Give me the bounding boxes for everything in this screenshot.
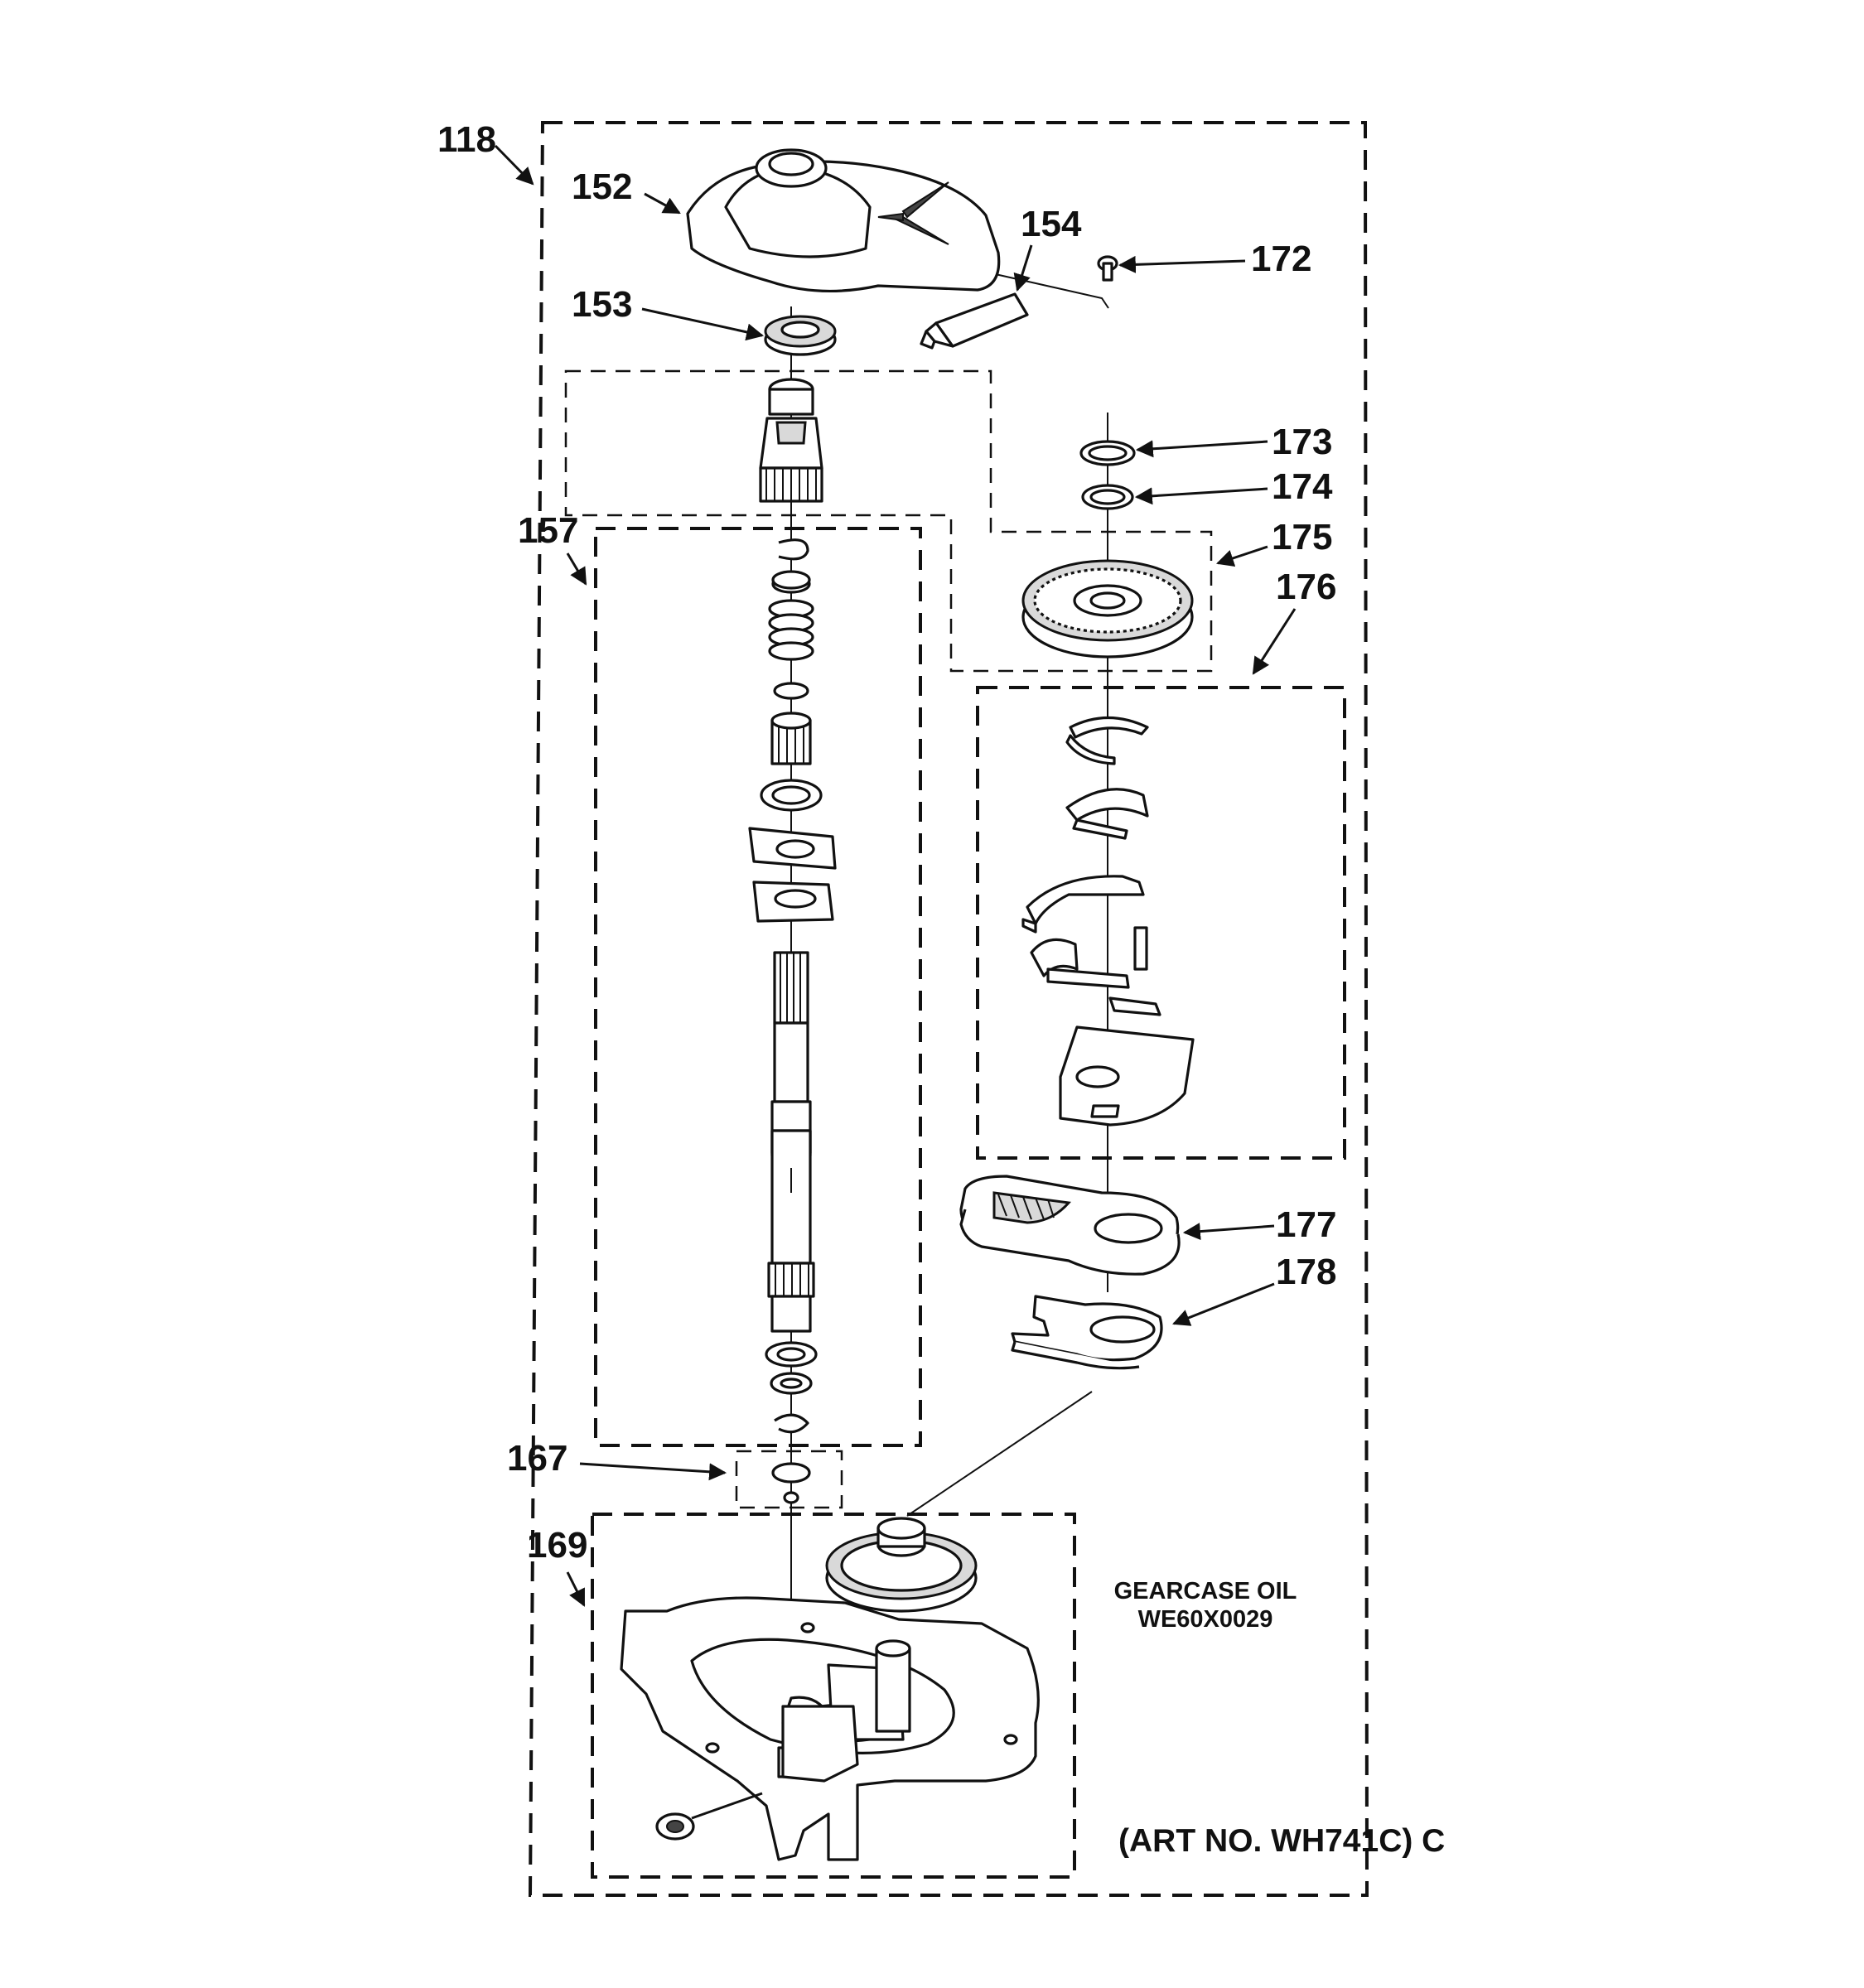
label-175: 175 xyxy=(1272,517,1332,557)
outer-assembly-box xyxy=(528,121,1369,1897)
spring-plate-part xyxy=(1011,1295,1163,1370)
shaft-stack-parts xyxy=(748,538,837,1434)
group-157-box xyxy=(594,527,922,1447)
label-152: 152 xyxy=(572,166,632,207)
shift-fork-part xyxy=(959,1175,1181,1276)
label-169: 169 xyxy=(527,1525,587,1566)
gearcase-cover-part xyxy=(686,148,1001,293)
label-153: 153 xyxy=(572,284,632,325)
shift-lever-parts xyxy=(1021,716,1195,1127)
group-176-box xyxy=(976,686,1346,1160)
seal-part xyxy=(764,315,837,356)
label-178: 178 xyxy=(1276,1252,1336,1292)
drive-gear-part xyxy=(1021,559,1194,659)
washer-parts xyxy=(1079,440,1136,510)
retainer-part xyxy=(771,1462,811,1504)
label-172: 172 xyxy=(1251,239,1311,279)
group-169-box xyxy=(591,1513,1076,1879)
notes: GEARCASE OIL WE60X0029 (ART NO. WH741C) … xyxy=(1114,1578,1446,1859)
label-176: 176 xyxy=(1276,567,1336,607)
group-167-box xyxy=(735,1450,843,1509)
label-174: 174 xyxy=(1272,466,1333,507)
part-labels: 118 152 153 154 172 173 174 175 176 157 … xyxy=(437,119,1336,1566)
leader-lines xyxy=(494,144,1297,1607)
label-167: 167 xyxy=(507,1438,567,1479)
drive-hub-part xyxy=(759,378,823,503)
label-157: 157 xyxy=(518,510,578,551)
gearcase-oil-part-number: WE60X0029 xyxy=(1138,1606,1273,1633)
upper-shaft-group-box xyxy=(564,369,1213,673)
label-173: 173 xyxy=(1272,422,1332,462)
gearcase-oil-label: GEARCASE OIL xyxy=(1114,1578,1297,1604)
gearcase-part xyxy=(620,1517,1040,1861)
grease-tube-part xyxy=(920,292,1029,350)
label-154: 154 xyxy=(1021,204,1082,244)
label-118: 118 xyxy=(437,119,496,160)
screw-part xyxy=(1097,255,1118,282)
art-number-label: (ART NO. WH741C) C xyxy=(1118,1823,1445,1859)
label-177: 177 xyxy=(1276,1204,1336,1245)
